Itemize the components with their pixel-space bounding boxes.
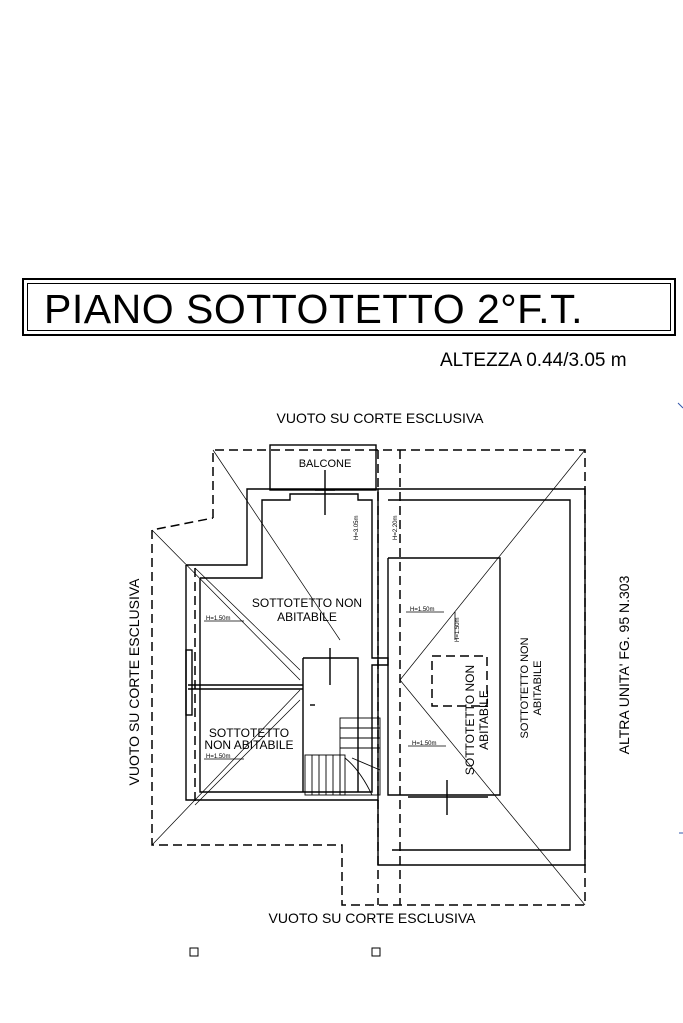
diag-3: [212, 449, 341, 641]
height-mark-4: H=1.50m: [412, 741, 437, 747]
room-right-vertical-line1: SOTTOTETTO NON: [519, 637, 531, 738]
height-label: ALTEZZA 0.44/3.05 m: [440, 350, 627, 371]
roof-diagonals: [151, 449, 586, 906]
height-mark-lines: [204, 611, 456, 760]
label-top-void: VUOTO SU CORTE ESCLUSIVA: [277, 410, 485, 426]
edge-tick-top: [677, 402, 683, 409]
stair-lower-box: [304, 754, 346, 796]
height-mark-2: H=1.50m: [410, 607, 435, 613]
room-center-vertical-line1: SOTTOTETTO NON: [463, 665, 477, 775]
marker-square-left: [189, 947, 199, 957]
height-mark-3: H=1.50m: [206, 754, 231, 760]
diag-2: [151, 689, 301, 846]
diag-7: [194, 699, 301, 806]
title-frame: PIANO SOTTOTETTO 2°F.T.: [22, 278, 676, 336]
diag-4: [399, 449, 586, 681]
dashed-outer-perimeter: [151, 449, 586, 906]
stair-upper-box: [339, 717, 381, 796]
dashed-chimney-box: [431, 655, 488, 707]
height-mark-7: H=2.20m: [393, 515, 399, 540]
room-left-upper-line2: ABITABILE: [277, 610, 337, 624]
right-block-outer: [377, 488, 586, 866]
label-right-unit: ALTRA UNITA' FG. 95 N.303: [616, 575, 632, 754]
height-mark-1: H=1.50m: [206, 616, 231, 622]
room-center-vertical-line2: ABITABILE: [477, 690, 491, 750]
height-mark-6: H=3.05m: [354, 515, 360, 540]
staircase: [304, 717, 381, 796]
diag-5: [399, 679, 586, 906]
room-left-lower-line1: SOTTOTETTO: [209, 726, 289, 740]
diag-1: [151, 529, 301, 681]
label-left-void: VUOTO SU CORTE ESCLUSIVA: [126, 578, 142, 786]
walls: [185, 444, 586, 866]
left-block-inner: [199, 493, 389, 793]
room-left-lower-line2: NON ABITABILE: [204, 738, 293, 752]
left-window: [185, 649, 193, 716]
height-mark-5: H=1.50m: [455, 617, 461, 642]
core-wall: [303, 657, 359, 792]
room-left-upper-line1: SOTTOTETTO NON: [252, 596, 362, 610]
right-room: [387, 557, 501, 796]
right-block-inner-1: [388, 499, 571, 851]
title-inner-frame: [27, 283, 671, 331]
label-balcony: BALCONE: [299, 458, 352, 470]
marker-square-right: [371, 947, 381, 957]
diag-6: [194, 567, 301, 671]
plan-title: PIANO SOTTOTETTO 2°F.T.: [44, 286, 583, 332]
room-right-vertical-line2: ABITABILE: [532, 661, 544, 716]
label-bottom-void: VUOTO SU CORTE ESCLUSIVA: [269, 910, 477, 926]
